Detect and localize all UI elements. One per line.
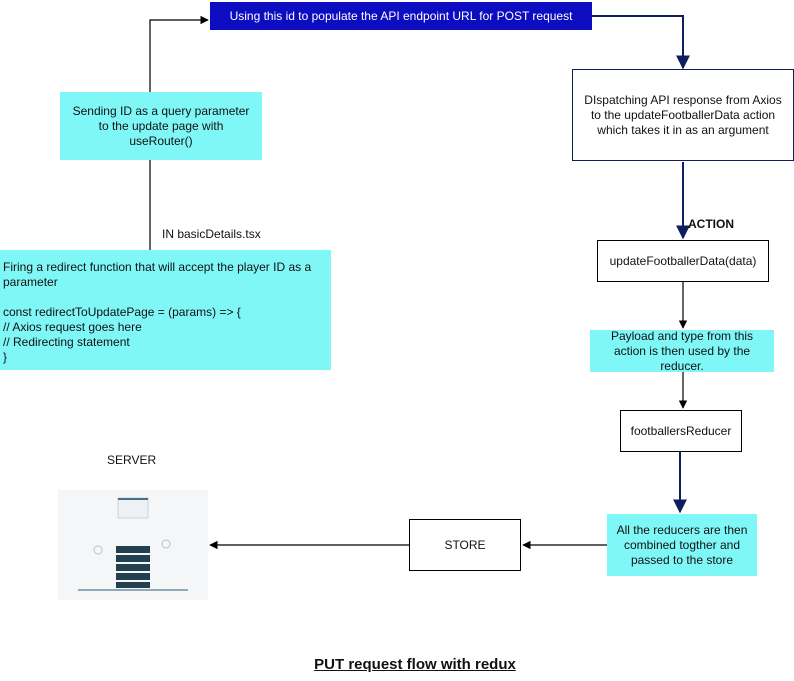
query-param-text: Sending ID as a query parameter to the u… [72, 103, 250, 148]
server-label: SERVER [107, 453, 157, 467]
dispatch-text: DIspatching API response from Axios to t… [584, 92, 782, 137]
dispatch-box: DIspatching API response from Axios to t… [572, 69, 794, 161]
action-call-box: updateFootballerData(data) [597, 240, 769, 282]
action-label: ACTION [688, 217, 734, 231]
redirect-code-text: const redirectToUpdatePage = (params) =>… [3, 305, 241, 364]
store-text: STORE [444, 537, 486, 552]
arrow-query-to-api-url [149, 15, 209, 92]
server-icon [58, 490, 208, 600]
action-call-text: updateFootballerData(data) [609, 253, 757, 268]
payload-box: Payload and type from this action is the… [590, 328, 774, 373]
file-label: IN basicDetails.tsx [162, 227, 261, 241]
arrow-api-url-to-dispatch [592, 15, 690, 70]
reducer-text: footballersReducer [630, 423, 732, 438]
redirect-box: Firing a redirect function that will acc… [0, 250, 331, 370]
query-param-box: Sending ID as a query parameter to the u… [60, 92, 262, 160]
api-url-text: Using this id to populate the API endpoi… [229, 8, 573, 23]
combine-box: All the reducers are then combined togth… [607, 514, 757, 576]
api-url-box: Using this id to populate the API endpoi… [210, 2, 592, 30]
redirect-intro-text: Firing a redirect function that will acc… [3, 260, 312, 289]
combine-text: All the reducers are then combined togth… [616, 522, 748, 567]
store-box: STORE [409, 519, 521, 571]
reducer-box: footballersReducer [620, 410, 742, 452]
page-title: PUT request flow with redux [314, 656, 516, 673]
payload-text: Payload and type from this action is the… [610, 328, 754, 373]
